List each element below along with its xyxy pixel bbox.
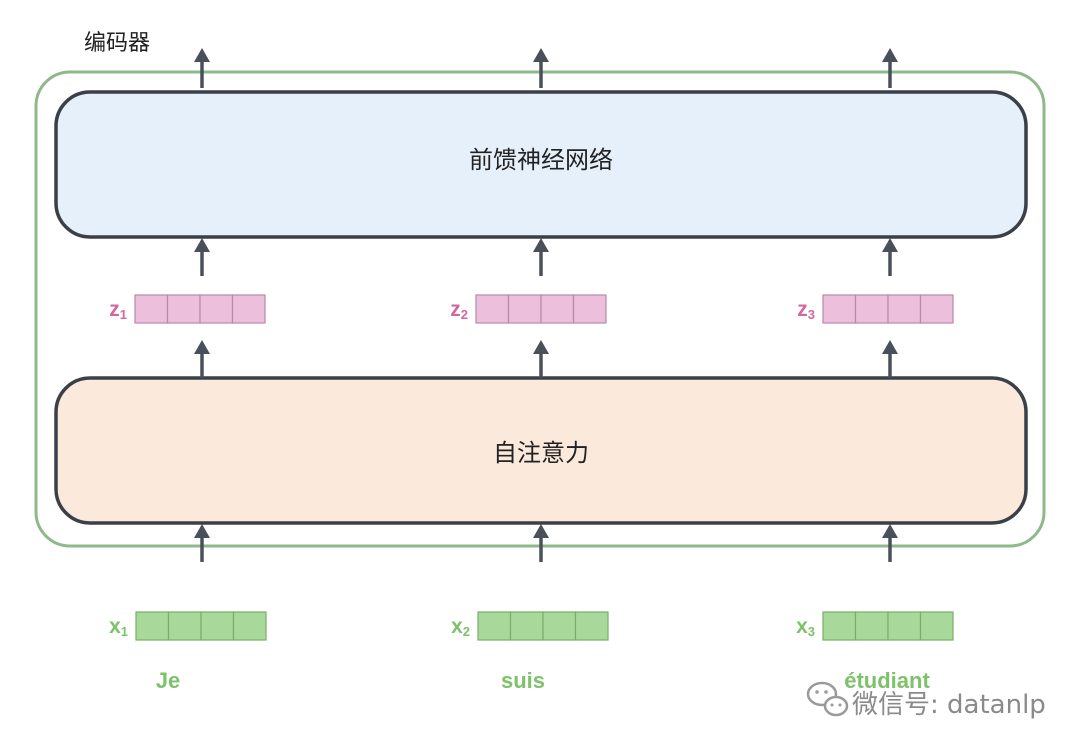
arrow-ffn-output-2 — [533, 48, 549, 88]
x-vector-cell — [854, 611, 889, 641]
x-vector-cell — [477, 611, 512, 641]
x-vector-label: x2 — [451, 615, 470, 639]
x-vector-cell — [574, 611, 609, 641]
z-vector-cell — [919, 294, 954, 324]
self-attention-label: 自注意力 — [493, 439, 589, 467]
x-vector-cell — [919, 611, 954, 641]
ffn-label: 前馈神经网络 — [469, 146, 613, 174]
self-attention: 自注意力 — [54, 376, 1028, 525]
x-vector-cell — [167, 611, 202, 641]
arrow-x-to-attn-1 — [194, 524, 210, 562]
z-vector-cell — [231, 294, 266, 324]
x-vector-cell — [542, 611, 577, 641]
x-vector-cell — [232, 611, 267, 641]
arrow-ffn-output-3 — [882, 48, 898, 88]
input-word: suis — [501, 668, 545, 693]
z-vector-2: z2 — [450, 294, 607, 324]
x-vector-cell — [822, 611, 857, 641]
input-word: étudiant — [844, 668, 930, 693]
z-vector-cell — [540, 294, 575, 324]
x-vector-cell — [509, 611, 544, 641]
z-vector-cell — [854, 294, 889, 324]
arrow-z-to-ffn-3 — [882, 238, 898, 276]
z-vector-label: z3 — [797, 298, 815, 322]
z-vector-label: z1 — [109, 298, 127, 322]
arrow-x-to-attn-3 — [882, 524, 898, 562]
z-vector-cell — [199, 294, 234, 324]
z-vector-cell — [822, 294, 857, 324]
z-vector-label: z2 — [450, 298, 468, 322]
z-vector-3: z3 — [797, 294, 954, 324]
arrow-z-to-ffn-2 — [533, 238, 549, 276]
z-vector-cell — [572, 294, 607, 324]
input-word: Je — [156, 668, 180, 693]
watermark: 微信号: datanlp — [806, 681, 1046, 720]
z-vector-cell — [507, 294, 542, 324]
x-vector-3: x3 étudiant — [796, 611, 954, 693]
x-vector-label: x3 — [796, 615, 815, 639]
arrow-z-to-ffn-1 — [194, 238, 210, 276]
wechat-icon — [806, 681, 849, 717]
x-vector-label: x1 — [109, 615, 128, 639]
x-vector-cell — [887, 611, 922, 641]
arrow-attn-to-z-1 — [194, 340, 210, 378]
ffn-box — [54, 90, 1028, 239]
x-vector-cell — [200, 611, 235, 641]
feed-forward-network: 前馈神经网络 — [54, 90, 1028, 239]
x-vector-cell — [135, 611, 170, 641]
arrow-attn-to-z-2 — [533, 340, 549, 378]
encoder-title: 编码器 — [84, 31, 150, 56]
arrow-ffn-output-1 — [194, 48, 210, 88]
z-vector-cell — [134, 294, 169, 324]
x-vector-2: x2 suis — [451, 611, 609, 693]
arrow-attn-to-z-3 — [882, 340, 898, 378]
z-vector-cell — [887, 294, 922, 324]
z-vector-cell — [166, 294, 201, 324]
watermark-text: 微信号: datanlp — [852, 690, 1046, 720]
z-vector-1: z1 — [109, 294, 266, 324]
arrows — [194, 48, 898, 562]
z-vector-cell — [475, 294, 510, 324]
arrow-x-to-attn-2 — [533, 524, 549, 562]
